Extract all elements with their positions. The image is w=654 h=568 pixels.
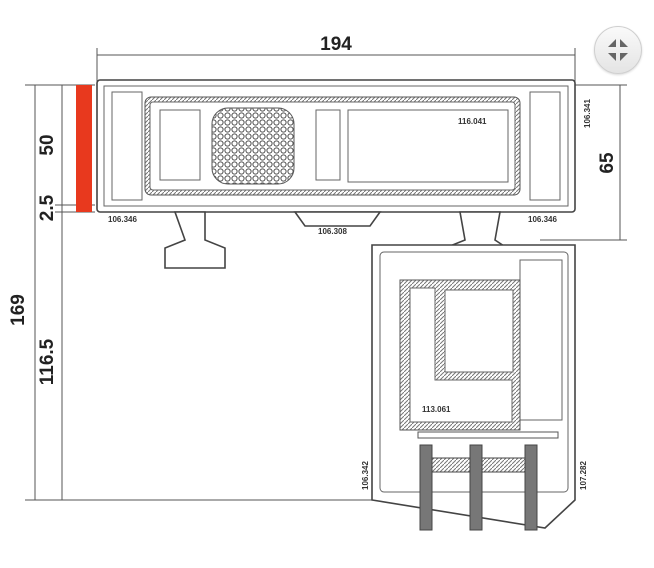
code-107-282: 107.282 — [579, 461, 588, 490]
code-106-346-right: 106.346 — [528, 215, 557, 224]
sash-profile: 113.061 106.342 107.282 — [361, 244, 588, 531]
highlight-bar — [76, 85, 92, 212]
code-106-308: 106.308 — [318, 227, 347, 236]
dimension-left: 169 50 2.5 116.5 — [8, 84, 420, 501]
dimension-right: 65 — [540, 84, 627, 241]
code-106-341: 106.341 — [583, 99, 592, 128]
pan-control-button[interactable] — [594, 26, 642, 74]
dimension-top: 194 — [96, 34, 576, 85]
code-116-041: 116.041 — [458, 117, 487, 126]
dim-65: 65 — [597, 152, 618, 174]
code-106-346-left: 106.346 — [108, 215, 137, 224]
code-106-342: 106.342 — [361, 461, 370, 490]
dim-50: 50 — [37, 134, 58, 155]
dim-116-5: 116.5 — [37, 338, 58, 385]
code-113-061: 113.061 — [422, 405, 451, 414]
dim-2-5: 2.5 — [37, 194, 58, 221]
pan-arrows-icon — [608, 39, 628, 61]
frame-profile: 116.041 106.341 106.346 106.346 106.308 — [96, 79, 592, 269]
dim-169: 169 — [8, 294, 29, 326]
dim-194: 194 — [320, 34, 352, 55]
